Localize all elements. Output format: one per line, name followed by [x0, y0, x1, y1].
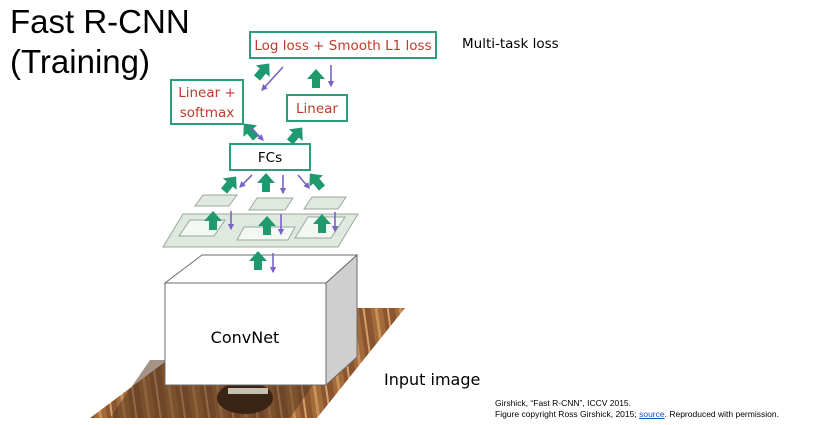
credit-suffix: . Reproduced with permission. — [664, 409, 779, 419]
backward-arrows — [227, 65, 339, 274]
slide-title: Fast R-CNN (Training) — [10, 2, 240, 82]
linear-box — [286, 94, 348, 122]
backward-arrow — [261, 66, 284, 91]
forward-arrow — [307, 69, 325, 88]
forward-arrow — [220, 176, 237, 194]
source-link[interactable]: source — [639, 409, 665, 419]
credit-prefix: Figure copyright Ross Girshick, 2015; — [495, 409, 640, 419]
title-line-2: (Training) — [10, 43, 150, 80]
linear-softmax-label-line-2: softmax — [180, 105, 235, 121]
linear-box-label: Linear — [296, 101, 338, 117]
backward-arrow — [239, 174, 253, 188]
linear-softmax-label-line-1: Linear + — [178, 85, 236, 101]
input-image-label: Input image — [384, 370, 480, 389]
forward-arrow — [249, 251, 267, 270]
forward-arrow — [313, 214, 331, 233]
forward-arrow — [309, 173, 326, 191]
backward-arrow — [297, 174, 310, 189]
convnet-label: ConvNet — [211, 328, 280, 347]
convnet-block — [163, 253, 359, 387]
credit-line-2: Figure copyright Ross Girshick, 2015; so… — [495, 409, 820, 420]
forward-arrow — [286, 127, 303, 145]
fcs-box — [229, 143, 311, 171]
backward-arrow — [249, 126, 264, 141]
figure-credit: Girshick, “Fast R-CNN”, ICCV 2015. Figur… — [495, 398, 820, 420]
forward-arrow — [253, 63, 270, 81]
forward-arrow — [204, 211, 222, 230]
fcs-box-label: FCs — [258, 150, 282, 166]
linear-softmax-box — [170, 79, 244, 125]
multitask-loss-label: Multi-task loss — [462, 36, 559, 52]
loss-box — [249, 31, 437, 59]
forward-arrows — [204, 63, 331, 270]
roi-pooled-features — [194, 194, 347, 211]
forward-arrow — [243, 123, 260, 141]
forward-arrow — [257, 173, 275, 192]
forward-arrow — [258, 216, 276, 235]
title-line-1: Fast R-CNN — [10, 3, 190, 40]
credit-line-1: Girshick, “Fast R-CNN”, ICCV 2015. — [495, 398, 632, 408]
feature-map-plane — [162, 213, 359, 248]
loss-box-label: Log loss + Smooth L1 loss — [254, 38, 431, 54]
